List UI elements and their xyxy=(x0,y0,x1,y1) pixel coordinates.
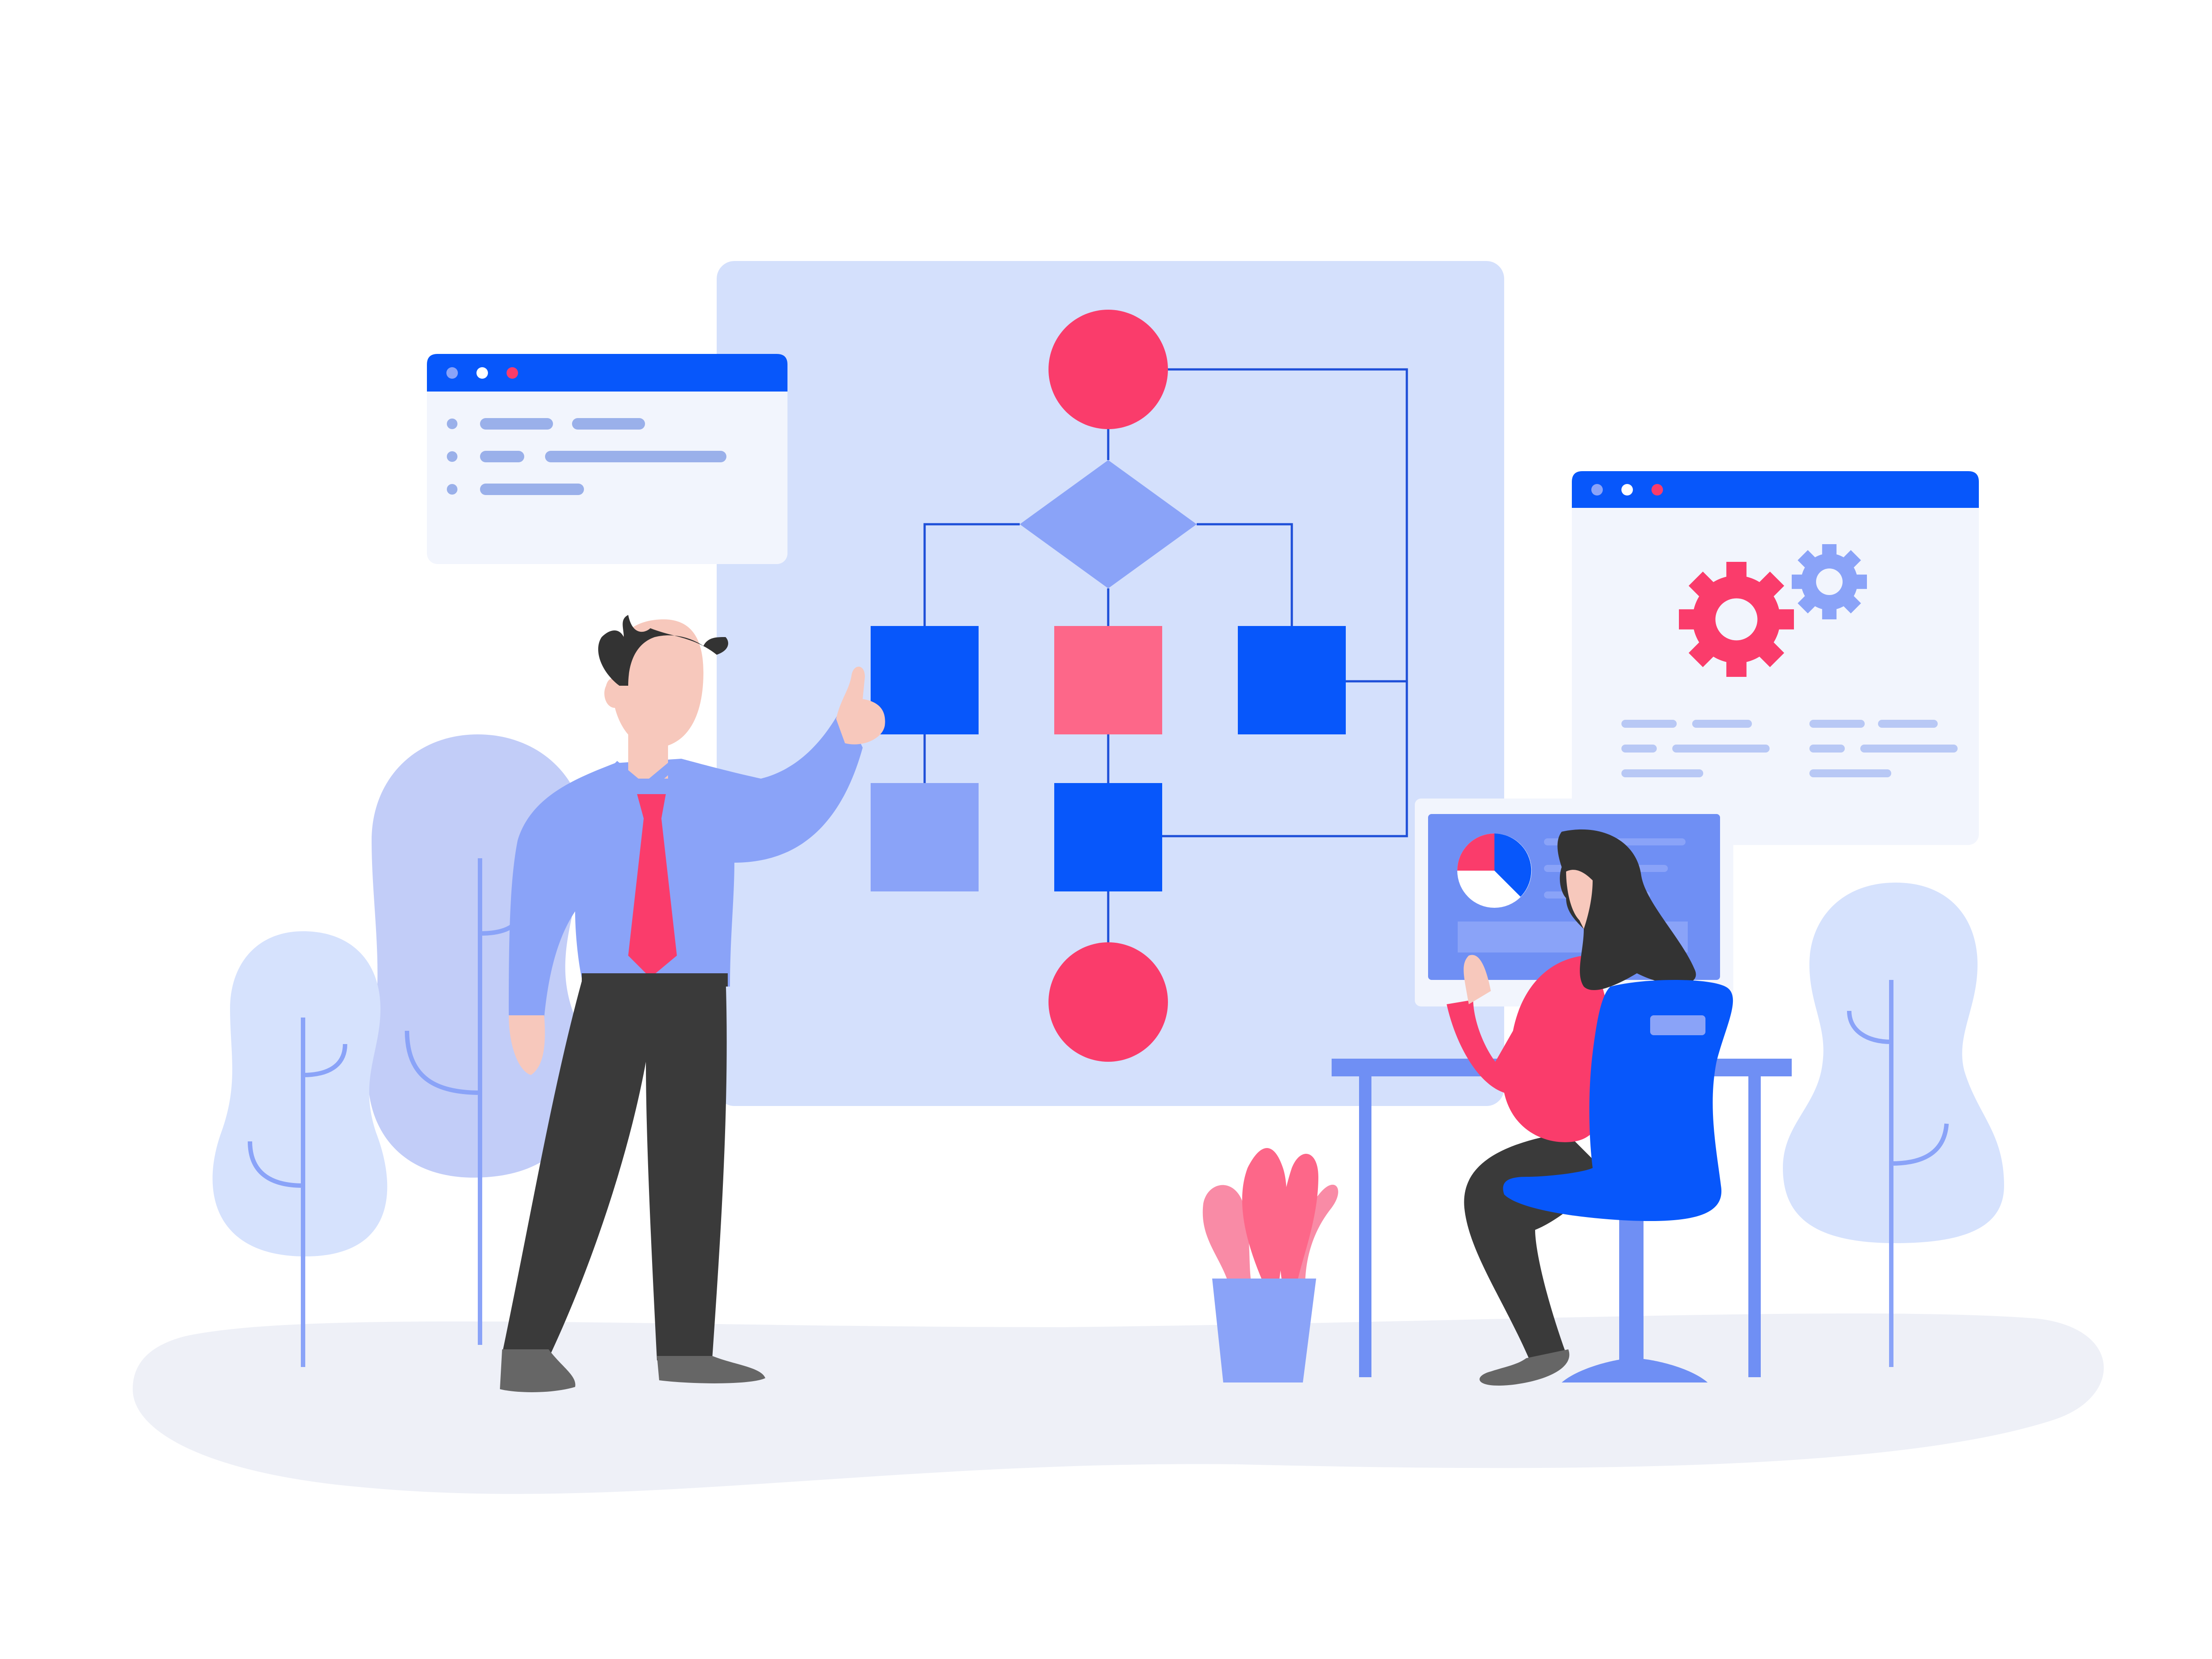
plant-leaf xyxy=(1279,1153,1318,1287)
gear-tooth xyxy=(1756,639,1785,668)
woman-chair-back xyxy=(1503,980,1733,1221)
window-dot-3 xyxy=(1651,484,1663,495)
flow-box-left xyxy=(871,626,979,734)
plant-leaf xyxy=(1292,1184,1338,1287)
flowchart-connectors xyxy=(923,368,1408,942)
gear-tooth xyxy=(1688,639,1717,668)
window-title-bar xyxy=(1572,471,1979,508)
man-collar xyxy=(611,761,677,796)
tree-foliage xyxy=(212,931,388,1256)
plant-leaf xyxy=(1242,1148,1287,1287)
woman-hand xyxy=(1463,955,1491,1004)
flow-box-right xyxy=(1238,626,1346,734)
window-dot-3 xyxy=(507,367,518,379)
man-trousers xyxy=(502,973,727,1360)
gear-tooth xyxy=(1688,571,1717,599)
window-dot-2 xyxy=(476,367,488,379)
tree-trunk xyxy=(1847,980,1949,1367)
woman-face xyxy=(1566,870,1593,929)
flow-end-circle xyxy=(1048,942,1168,1062)
woman-chair-base xyxy=(1562,1358,1708,1382)
man-hand xyxy=(509,1015,545,1075)
man-belt xyxy=(582,973,728,987)
tree-left-front xyxy=(212,931,388,1367)
window-dot-2 xyxy=(1621,484,1633,495)
pie-chart-icon xyxy=(1457,833,1532,908)
man-hair xyxy=(598,615,728,686)
man-shirt xyxy=(509,706,863,1018)
woman-shoe xyxy=(1479,1349,1570,1386)
man-tie xyxy=(628,794,677,978)
desk-leg xyxy=(1359,1076,1371,1377)
tree-right xyxy=(1783,883,2004,1367)
gear-icon xyxy=(1679,562,1794,677)
window-text-lines xyxy=(447,418,726,495)
ground-shadow xyxy=(133,1313,2104,1494)
flow-decision-diamond xyxy=(1020,460,1197,588)
desk-leg xyxy=(1748,1076,1761,1377)
gear-tooth xyxy=(1756,571,1785,599)
window-title-bar xyxy=(427,354,787,392)
flow-start-circle xyxy=(1048,310,1168,429)
browser-window-right xyxy=(1572,471,1979,845)
woman-at-desk xyxy=(1447,829,1733,1386)
flow-box-lower-left xyxy=(871,783,979,891)
man-hand-pointing xyxy=(836,666,885,745)
woman-hair xyxy=(1557,829,1696,991)
plant-pot xyxy=(1212,1279,1316,1382)
woman-chair-tag xyxy=(1650,1015,1705,1035)
potted-plant xyxy=(1202,1148,1338,1382)
window-dot-1 xyxy=(1591,484,1603,495)
woman-torso xyxy=(1447,956,1610,1142)
gear-hole xyxy=(1816,568,1843,595)
window-text-lines xyxy=(1621,720,1958,777)
flow-box-middle xyxy=(1054,626,1162,734)
plant-leaf xyxy=(1202,1185,1252,1287)
gear-icon xyxy=(1792,544,1867,619)
woman-chair-leg xyxy=(1619,1214,1644,1363)
man-shoe xyxy=(500,1349,576,1392)
man-presenting xyxy=(500,615,885,1392)
man-shoe xyxy=(657,1356,765,1383)
tree-trunk xyxy=(248,1018,347,1367)
flow-box-lower-middle xyxy=(1054,783,1162,891)
gear-hole xyxy=(1715,598,1758,641)
window-dot-1 xyxy=(446,367,458,379)
browser-window-left xyxy=(427,354,787,564)
